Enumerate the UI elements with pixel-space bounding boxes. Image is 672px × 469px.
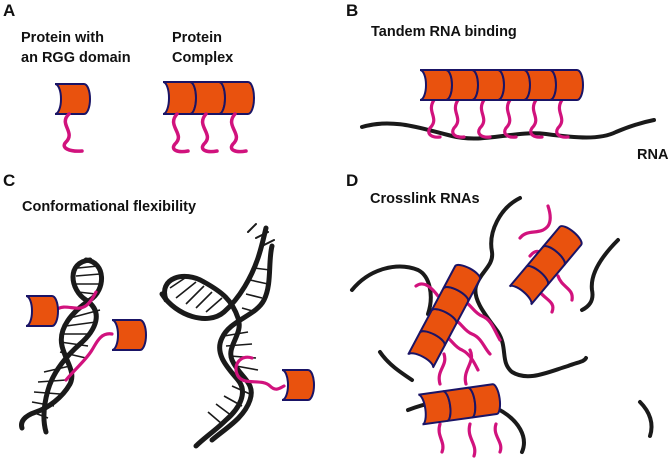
label-single-protein: Protein with an RGG domain [21, 28, 131, 68]
rna-label: RNA [637, 147, 669, 163]
label-single-protein-line1: Protein with [21, 30, 104, 46]
panel-d-title: Crosslink RNAs [370, 191, 480, 207]
rna-strands [350, 196, 654, 454]
rna-helix-left [19, 257, 147, 435]
tandem-protein-chain [419, 69, 584, 101]
panel-c-letter: C [3, 171, 16, 190]
rgg-tails [427, 98, 570, 139]
panel-b [360, 69, 656, 141]
label-protein-complex: Protein Complex [172, 28, 233, 68]
panel-d-letter: D [346, 171, 359, 190]
single-rgg-protein [54, 83, 91, 153]
label-protein-complex-line1: Protein [172, 30, 222, 46]
panel-a-letter: A [3, 1, 16, 20]
panel-b-title: Tandem RNA binding [371, 24, 517, 40]
panel-c-title: Conformational flexibility [22, 199, 197, 215]
crosslink-protein-chain-3 [418, 383, 502, 426]
rna-helix-right [159, 223, 315, 449]
crosslink-protein-chain-2 [508, 225, 583, 306]
panel-c [19, 223, 315, 449]
rgg-tail [62, 112, 84, 153]
rna-strand [360, 118, 656, 141]
protein-complex [162, 81, 255, 154]
panel-a [54, 81, 255, 154]
panel-b-letter: B [346, 1, 359, 20]
panel-d [350, 196, 654, 458]
crosslink-protein-chain-1 [407, 263, 482, 369]
label-protein-complex-line2: Complex [172, 50, 234, 66]
label-single-protein-line2: an RGG domain [21, 50, 131, 66]
